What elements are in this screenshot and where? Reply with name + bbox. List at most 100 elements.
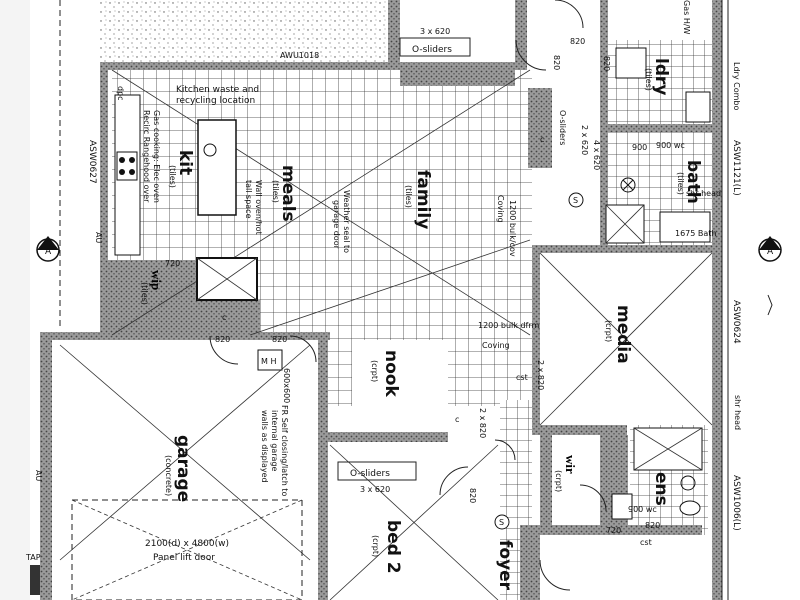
dim-3x620-a: 3 x 620 (420, 27, 450, 36)
note-coving-2: 1200 bulk/cov (508, 200, 517, 257)
dim-820-g: 820 (602, 56, 611, 71)
note-fr1: FR Self closing/latch to (280, 405, 289, 496)
dim-820-a: 820 (215, 335, 230, 344)
room-family: family (413, 170, 433, 229)
note-gas-hw: Gas H/W (682, 0, 691, 35)
room-wir: wir (563, 455, 578, 474)
note-ldry-combo: Ldry Combo (732, 62, 741, 110)
note-c-2: c (222, 313, 226, 322)
dim-3x620-b: 3 x 620 (360, 485, 390, 494)
window-asw1006: ASW1006(L) (731, 475, 741, 531)
room-media-sub: (crpt) (604, 320, 613, 342)
room-meals-sub: (tiles) (271, 180, 280, 203)
dim-820-d: 820 (645, 521, 660, 530)
note-weather-seal: Weather seal to (342, 190, 351, 253)
room-bath: bath (683, 160, 703, 204)
room-ldry-sub: (tiles) (644, 68, 653, 91)
note-coving-3: Coving (496, 195, 505, 223)
room-meals: meals (278, 165, 298, 222)
note-coving: Coving (482, 341, 510, 350)
note-fr3: walls as displayed (260, 410, 269, 483)
dim-720-a: 720 (165, 259, 180, 268)
note-rangehood: Recirc Rangehood over (142, 110, 151, 203)
room-bed2-sub: (crpt) (371, 535, 380, 557)
room-garage: garage (173, 435, 193, 502)
room-wip-sub: (tiles) (140, 282, 149, 305)
kitchen-island (197, 119, 237, 216)
window-awning: AWU1018 (280, 51, 319, 60)
room-kitchen-sub: (tiles) (168, 165, 177, 188)
note-au-1: AU (94, 232, 103, 243)
section-label-right: A (767, 247, 774, 257)
note-panel-lift-size: 2100(d) x 4800(w) (145, 539, 229, 549)
note-fr2: internal garage (270, 410, 279, 471)
manhole-box (257, 349, 283, 371)
room-garage-sub: (concrete) (164, 455, 173, 496)
note-c-3: c (455, 415, 459, 424)
note-c-1: c (540, 135, 544, 144)
note-gas-cooking: Gas cooking: Elec oven (152, 110, 161, 203)
room-ldry: ldry (651, 58, 671, 95)
dim-4x620: 4 x 620 (592, 140, 601, 170)
window-asw0624: ASW0624 (731, 300, 741, 344)
tap-icon (30, 565, 40, 595)
note-bulkhead: 1200 bulk dfrm (478, 321, 539, 330)
dim-820-f: 820 (468, 488, 477, 503)
note-au-2: AU (34, 470, 43, 481)
wir-floor (552, 435, 600, 525)
switch-s-1: S (573, 196, 578, 205)
bathtub (659, 211, 711, 243)
section-label-left: A (45, 247, 52, 257)
room-bed2: bed 2 (383, 520, 403, 574)
chevron-right-icon (767, 294, 773, 316)
panel-lift-door (71, 499, 303, 600)
dim-2x620: 2 x 620 (580, 125, 589, 155)
note-shower-head: shr head (686, 189, 721, 198)
window-asw0627: ASW0627 (87, 140, 97, 184)
room-wir-sub: (crpt) (554, 470, 563, 492)
left-margin (0, 0, 30, 600)
dim-2x820: 2 x 820 (536, 360, 545, 390)
note-recycling: recycling location (176, 96, 255, 106)
note-mh: M H (261, 357, 276, 366)
switch-s-2: S (499, 518, 504, 527)
dim-820-e: 820 (552, 55, 561, 70)
room-nook-sub: (crpt) (370, 360, 379, 382)
section-marker-left (36, 236, 60, 262)
note-garage-door: garage door (332, 200, 341, 250)
walls (40, 0, 722, 600)
window-o-sliders-bed2: O-sliders (350, 469, 390, 479)
note-panel-lift-door: Panel lift door (153, 553, 215, 563)
dim-2x820-b: 2 x 820 (478, 408, 487, 438)
note-wc: 900 wc (656, 141, 685, 150)
note-slab: 600x600 (282, 368, 291, 403)
section-marker-right (758, 236, 782, 262)
room-foyer: foyer (495, 540, 515, 591)
room-ens: ens (651, 472, 671, 506)
note-cst: cst (516, 373, 528, 382)
room-nook: nook (381, 350, 401, 397)
room-family-sub: (tiles) (404, 185, 413, 208)
window-o-sliders-ldry: O-sliders (558, 110, 567, 145)
note-ensuite-wc: 900 wc (628, 505, 657, 514)
nook-floor (352, 340, 448, 432)
note-cst-2: cst (640, 538, 652, 547)
window-o-sliders-top: O-sliders (412, 45, 452, 55)
garage-floor (52, 340, 318, 600)
note-shower-head-ens: shr head (733, 395, 742, 430)
room-media: media (613, 305, 633, 364)
note-dpc: dpc (116, 86, 125, 101)
alfresco-area (100, 0, 395, 62)
room-wip: wip (149, 270, 164, 290)
dim-720-b: 720 (606, 526, 621, 535)
room-bath-sub: (tiles) (676, 172, 685, 195)
bed2-floor (328, 442, 500, 600)
window-asw1121: ASW1121(L) (731, 140, 741, 196)
note-tap: TAP (25, 553, 41, 562)
note-oven-tr: tall space (244, 180, 253, 219)
dim-900: 900 (632, 143, 647, 152)
dim-820-b: 820 (272, 335, 287, 344)
room-kitchen: kit (175, 150, 195, 175)
